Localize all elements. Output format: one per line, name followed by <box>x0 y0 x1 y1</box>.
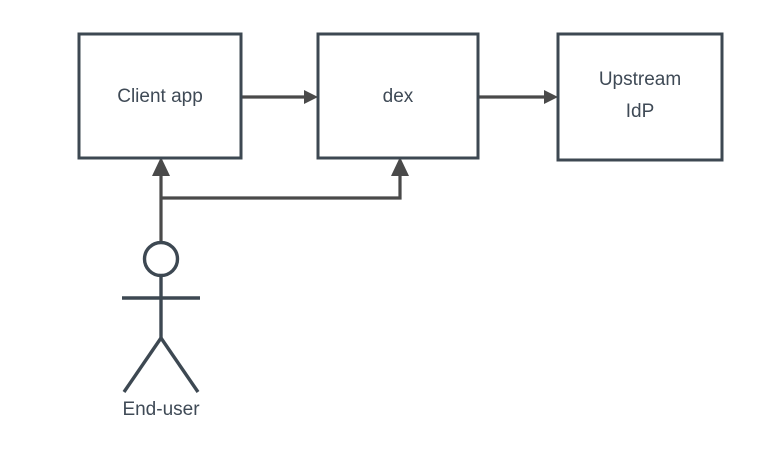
node-dex-label: dex <box>383 86 414 107</box>
node-upstream-idp-label-line2: IdP <box>626 101 655 122</box>
edge-client-app-to-dex <box>241 90 318 104</box>
node-upstream-idp[interactable]: Upstream IdP <box>556 32 724 162</box>
node-client-app-label: Client app <box>117 86 203 107</box>
actor-right-leg-line <box>159 337 200 393</box>
edge-end-user-to-client-app <box>152 157 170 243</box>
actor-left-leg-line <box>122 337 163 393</box>
node-upstream-idp-label-line1: Upstream <box>599 69 681 90</box>
edge-end-user-to-dex <box>161 157 409 200</box>
node-client-app[interactable]: Client app <box>77 32 243 160</box>
node-dex[interactable]: dex <box>316 32 480 160</box>
edge-dex-to-upstream-idp <box>478 90 558 104</box>
node-end-user[interactable]: End-user <box>122 240 200 421</box>
actor-head-icon <box>142 240 180 278</box>
node-end-user-label: End-user <box>122 399 200 420</box>
